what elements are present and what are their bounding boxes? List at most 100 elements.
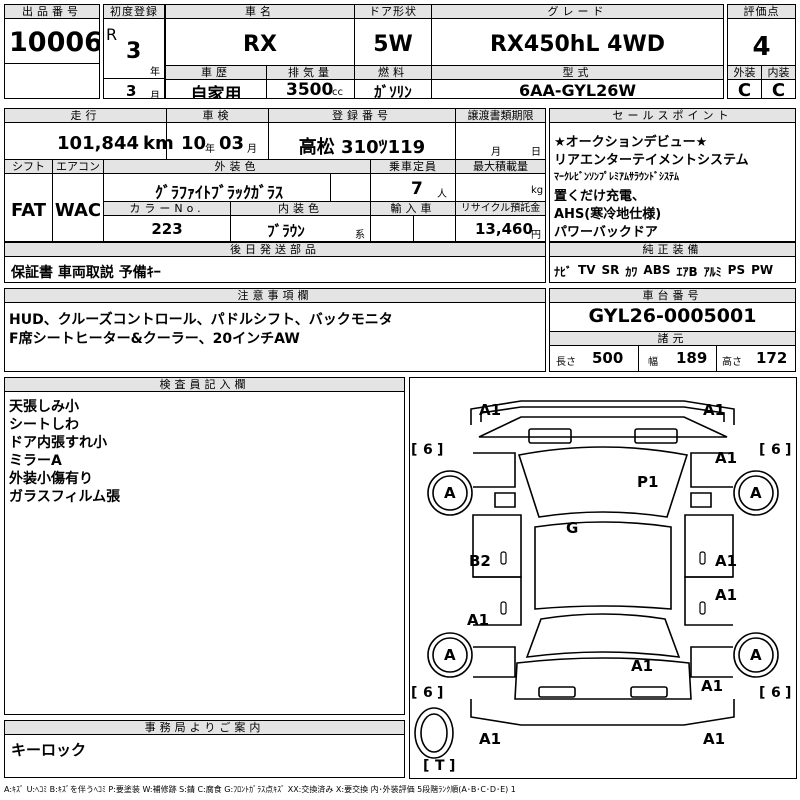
sales-point-line: ★オークションデビュー★ bbox=[554, 135, 708, 150]
equipment-list: ﾅﾋﾞ TV SR ｶﾜ ABS ｴｱB ｱﾙﾐ PS PW bbox=[554, 263, 773, 280]
svg-text:[: [ bbox=[759, 685, 765, 701]
mark-left-rear-quarter: A1 bbox=[467, 611, 489, 629]
hood bbox=[478, 416, 728, 438]
roof bbox=[534, 521, 672, 610]
rear-hatch bbox=[514, 657, 692, 700]
mark-front-left-corner: A1 bbox=[479, 401, 501, 419]
model-code: 6AA-GYL26W bbox=[518, 81, 636, 99]
width-label: 幅 bbox=[648, 357, 658, 368]
chassis-number: GYL26-0005001 bbox=[588, 305, 757, 327]
spare-tire bbox=[414, 707, 454, 759]
front-bumper bbox=[470, 400, 735, 425]
tire-depth-rear-right: 6 bbox=[771, 685, 781, 701]
exterior-score: C bbox=[737, 80, 752, 99]
equipment-item: PS bbox=[727, 263, 746, 277]
exterior-score-label: 外装 bbox=[728, 66, 761, 80]
model-code-label: 型式 bbox=[432, 66, 723, 80]
legend: A:ｷｽﾞ U:ﾍｺﾐ B:ｷｽﾞを伴うﾍｺﾐ P:要塗装 W:補修跡 S:錆 … bbox=[4, 785, 516, 794]
notes-label: 注意事項欄 bbox=[5, 289, 545, 303]
aircon-label: エアコン bbox=[53, 160, 103, 174]
capacity-label: 乗車定員 bbox=[371, 160, 455, 174]
history: 自家用 bbox=[190, 85, 242, 99]
svg-text:]: ] bbox=[785, 442, 791, 458]
lot-label: 出品番号 bbox=[5, 5, 99, 19]
equipment-label: 純正装備 bbox=[550, 243, 795, 257]
mark-rear-left-corner: A1 bbox=[479, 730, 501, 748]
int-color-unit: 系 bbox=[355, 230, 365, 241]
equipment-box: 純正装備 ﾅﾋﾞ TV SR ｶﾜ ABS ｴｱB ｱﾙﾐ PS PW bbox=[549, 242, 796, 283]
capacity-unit: 人 bbox=[437, 189, 447, 200]
inspector-note: ミラーA bbox=[9, 453, 62, 469]
sales-points-label: セールスポイント bbox=[550, 109, 795, 123]
svg-text:[: [ bbox=[411, 685, 417, 701]
score: 4 bbox=[752, 32, 771, 62]
fuel: ｶﾞｿﾘﾝ bbox=[374, 83, 412, 99]
sales-point-line: リアエンターテイメントシステム bbox=[554, 153, 749, 168]
equipment-item: SR bbox=[601, 263, 620, 277]
inspection-month: 03 bbox=[219, 133, 245, 154]
inspector-note: シートしわ bbox=[9, 417, 79, 433]
svg-text:]: ] bbox=[785, 685, 791, 701]
office-label: 事務局よりご案内 bbox=[5, 721, 404, 735]
tire-depth-front-left: 6 bbox=[423, 442, 433, 458]
displacement-unit: cc bbox=[332, 87, 343, 98]
mileage: 101,844 bbox=[57, 133, 139, 154]
height: 172 bbox=[756, 349, 788, 367]
svg-text:]: ] bbox=[449, 758, 455, 774]
chassis-label: 車台番号 bbox=[550, 289, 795, 303]
aircon: WAC bbox=[54, 200, 102, 221]
door-label: ドア形状 bbox=[355, 5, 431, 19]
left-front-fender bbox=[473, 452, 516, 488]
sales-point-line: パワーバックドア bbox=[554, 225, 658, 240]
later-parts-box: 後日発送部品 保証書 車両取説 予備ｷｰ bbox=[4, 242, 546, 283]
inspection-label: 車検 bbox=[167, 109, 268, 123]
plate-label: 登録番号 bbox=[269, 109, 455, 123]
mark-right-front-door: A1 bbox=[715, 552, 737, 570]
shift: FAT bbox=[10, 200, 47, 221]
spec-box: 走行 車検 登録番号 譲渡書類期限 101,844 km 10 年 03 月 高… bbox=[4, 108, 546, 242]
equipment-item: ｶﾜ bbox=[625, 265, 638, 279]
equipment-item: ｴｱB bbox=[676, 265, 698, 279]
right-rear-door bbox=[684, 576, 733, 626]
history-label: 車歴 bbox=[166, 66, 266, 80]
mark-rear-right-corner: A1 bbox=[703, 730, 725, 748]
max-load-label: 最大積載量 bbox=[456, 160, 545, 174]
damage-diagram: A1 A1 A1 A A P1 G B2 A1 A1 A1 A A A1 A1 … bbox=[409, 377, 797, 779]
first-registration-box: 初度登録 R 3 年 3 月 bbox=[103, 4, 165, 99]
length-label: 長さ bbox=[556, 357, 576, 368]
mark-roof: P1 bbox=[637, 473, 658, 491]
inspection-year: 10 bbox=[181, 133, 207, 154]
office-box: 事務局よりご案内 キーロック bbox=[4, 720, 405, 778]
inspector-note: 天張しみ小 bbox=[9, 399, 79, 415]
later-parts: 保証書 車両取説 予備ｷｰ bbox=[11, 265, 161, 281]
office-guidance: キーロック bbox=[11, 741, 87, 759]
right-rear-quarter bbox=[690, 646, 733, 678]
door-type: 5W bbox=[373, 32, 413, 57]
car-name: RX bbox=[243, 32, 277, 57]
grade-label: グレード bbox=[432, 5, 723, 19]
tire-depth-rear-left: 6 bbox=[423, 685, 433, 701]
displacement-label: 排気量 bbox=[267, 66, 354, 80]
score-label: 評価点 bbox=[728, 5, 795, 19]
grade: RX450hL 4WD bbox=[489, 32, 665, 57]
transfer-deadline-label: 譲渡書類期限 bbox=[456, 109, 545, 123]
mileage-unit: km bbox=[143, 133, 174, 154]
length: 500 bbox=[592, 349, 624, 367]
mark-right-rear-quarter: A1 bbox=[701, 677, 723, 695]
reg-year: 3 bbox=[126, 39, 142, 64]
plate-number: 高松 310ﾂ119 bbox=[298, 137, 426, 158]
reg-month: 3 bbox=[126, 82, 137, 99]
ext-color-label: 外装色 bbox=[104, 160, 370, 174]
mark-left-front-wheel: A bbox=[444, 484, 456, 502]
ext-color: ｸﾞﾗﾌｧｲﾄﾌﾞﾗｯｸｶﾞﾗｽ bbox=[154, 183, 283, 202]
int-color: ﾌﾞﾗｳﾝ bbox=[267, 222, 305, 240]
tire-depth-front-right: 6 bbox=[771, 442, 781, 458]
left-rear-wheel bbox=[427, 632, 473, 678]
displacement: 3500 bbox=[286, 80, 334, 99]
sales-points-box: セールスポイント ★オークションデビュー★ リアエンターテイメントシステム ﾏｰ… bbox=[549, 108, 796, 242]
mark-left-rear-door: B2 bbox=[469, 552, 491, 570]
sales-point-line: AHS(寒冷地仕様) bbox=[554, 207, 662, 222]
mark-front-right-corner: A1 bbox=[703, 401, 725, 419]
mark-left-rear-wheel: A bbox=[444, 646, 456, 664]
equipment-item: PW bbox=[751, 263, 774, 277]
